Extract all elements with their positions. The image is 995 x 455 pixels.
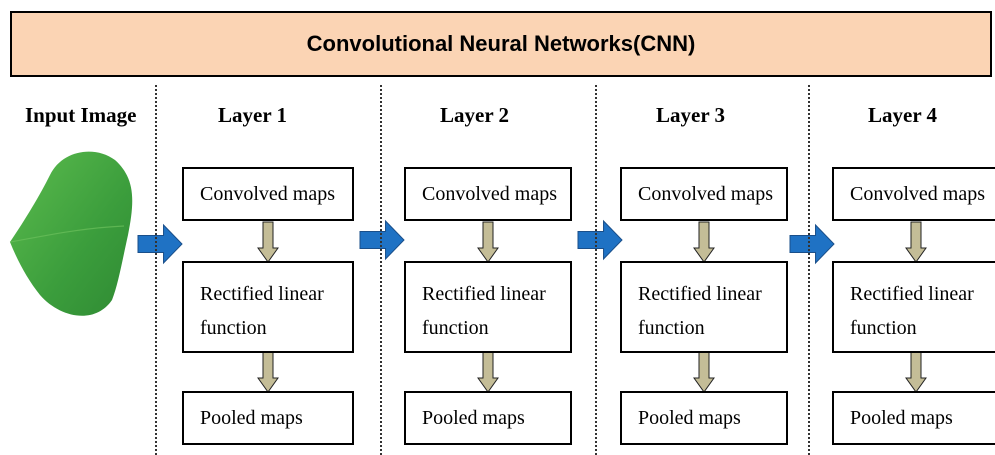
flow-arrow-icon bbox=[789, 223, 835, 265]
flow-arrow-icon bbox=[577, 219, 623, 261]
down-arrow-icon bbox=[693, 351, 715, 393]
layer-4-convolved-maps-box: Convolved maps bbox=[832, 167, 995, 221]
layer-1-relu-box: Rectified linear function bbox=[182, 261, 354, 353]
layer-3-pooled-maps-box: Pooled maps bbox=[620, 391, 788, 445]
layer-1-title: Layer 1 bbox=[218, 103, 288, 127]
layer-3-relu-box: Rectified linear function bbox=[620, 261, 788, 353]
layer-2-relu-box: Rectified linear function bbox=[404, 261, 572, 353]
flow-arrow-icon bbox=[359, 219, 405, 261]
down-arrow-icon bbox=[257, 351, 279, 393]
layer-1-convolved-maps-box: Convolved maps bbox=[182, 167, 354, 221]
diagram-title: Convolutional Neural Networks(CNN) bbox=[10, 11, 992, 77]
input-image-title: Input Image bbox=[25, 103, 137, 127]
layer-1-pooled-maps-box: Pooled maps bbox=[182, 391, 354, 445]
divider-line bbox=[155, 85, 157, 455]
down-arrow-icon bbox=[905, 351, 927, 393]
down-arrow-icon bbox=[693, 221, 715, 263]
layer-4-relu-box: Rectified linear function bbox=[832, 261, 995, 353]
down-arrow-icon bbox=[257, 221, 279, 263]
divider-line bbox=[595, 85, 597, 455]
leaf-image bbox=[9, 151, 133, 316]
layer-4-pooled-maps-box: Pooled maps bbox=[832, 391, 995, 445]
flow-arrow-icon bbox=[137, 223, 183, 265]
layer-3-convolved-maps-box: Convolved maps bbox=[620, 167, 788, 221]
down-arrow-icon bbox=[477, 221, 499, 263]
layer-2-pooled-maps-box: Pooled maps bbox=[404, 391, 572, 445]
down-arrow-icon bbox=[477, 351, 499, 393]
layer-3-title: Layer 3 bbox=[656, 103, 726, 127]
divider-line bbox=[808, 85, 810, 455]
down-arrow-icon bbox=[905, 221, 927, 263]
layer-4-title: Layer 4 bbox=[868, 103, 938, 127]
layer-2-title: Layer 2 bbox=[440, 103, 510, 127]
layer-2-convolved-maps-box: Convolved maps bbox=[404, 167, 572, 221]
divider-line bbox=[380, 85, 382, 455]
